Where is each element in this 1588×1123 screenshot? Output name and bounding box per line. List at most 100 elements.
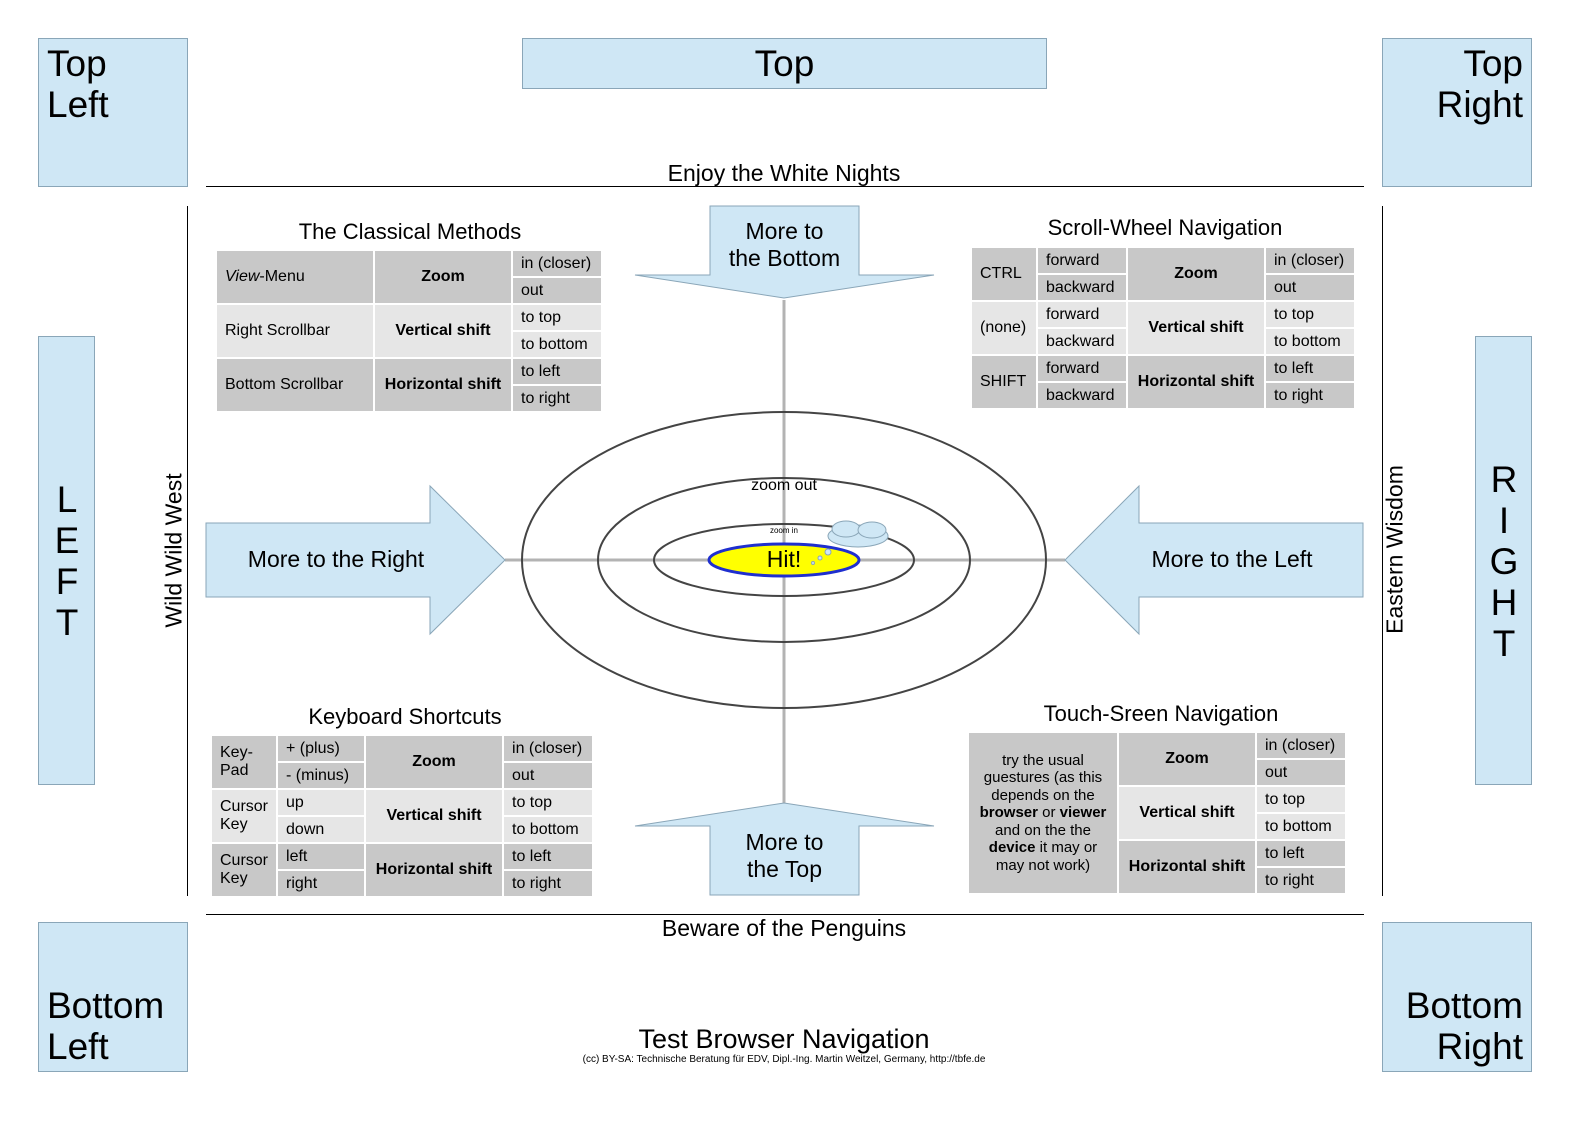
left-letter-4: T <box>55 602 79 643</box>
top-box: Top <box>522 38 1047 89</box>
keyboard-zoom-out: out <box>504 763 593 788</box>
classical-to-top: to top <box>513 305 601 330</box>
arrow-down-label: More to the Bottom <box>710 218 859 272</box>
middle-ring <box>597 477 971 643</box>
bottom-right-line2: Right <box>1436 1026 1523 1067</box>
caption-top: Enjoy the White Nights <box>667 160 901 186</box>
keyboard-table: Key-Pad + (plus) Zoom in (closer) - (min… <box>210 734 594 898</box>
bottom-left-line2: Left <box>47 1026 109 1067</box>
arrow-down <box>634 205 935 299</box>
scroll-shift-backward: backward <box>1038 383 1126 408</box>
zoom-in-label: zoom in <box>769 526 798 535</box>
keyboard-keypad: Key-Pad <box>212 736 277 788</box>
scroll-to-right: to right <box>1266 383 1354 408</box>
left-letter-2: E <box>54 520 80 561</box>
classical-vertical: Vertical shift <box>375 305 511 357</box>
inner-ring <box>653 523 915 597</box>
top-left-line1: Top <box>47 43 107 84</box>
touch-description: try the usual guestures (as this depends… <box>969 733 1117 893</box>
right-letter-2: I <box>1498 500 1510 541</box>
touch-viewer: viewer <box>1059 804 1107 822</box>
classical-to-right: to right <box>513 386 601 411</box>
classical-title: The Classical Methods <box>298 219 522 244</box>
right-side-box: R I G H T <box>1475 336 1532 785</box>
classical-table: View-Menu Zoom in (closer) out Right Scr… <box>215 249 603 413</box>
keyboard-plus: + (plus) <box>278 736 365 761</box>
top-right-line1: Top <box>1463 43 1523 84</box>
scroll-none-forward: forward <box>1038 302 1126 327</box>
keyboard-down: down <box>278 817 365 842</box>
keyboard-to-right: to right <box>504 871 593 896</box>
top-right-box: Top Right <box>1382 38 1532 187</box>
classical-view-menu: View-Menu <box>217 251 373 303</box>
top-left-line2: Left <box>47 84 109 125</box>
scroll-zoom-in: in (closer) <box>1266 248 1354 273</box>
left-side-box: L E F T <box>38 336 95 785</box>
classical-zoom: Zoom <box>375 251 511 303</box>
left-letter-3: F <box>55 561 79 602</box>
touch-to-bottom: to bottom <box>1257 814 1345 839</box>
scroll-zoom-out: out <box>1266 275 1354 300</box>
classical-horizontal: Horizontal shift <box>375 359 511 411</box>
top-left-box: Top Left <box>38 38 188 187</box>
keyboard-to-bottom: to bottom <box>504 817 593 842</box>
keyboard-left: left <box>278 844 365 869</box>
hit-target <box>707 542 861 578</box>
scroll-to-left: to left <box>1266 356 1354 381</box>
touch-title: Touch-Sreen Navigation <box>1043 701 1279 726</box>
keyboard-cursor-horizontal: Cursor Key <box>212 844 277 896</box>
arrow-down-line1: More to <box>745 218 824 244</box>
scroll-none: (none) <box>972 302 1036 354</box>
keyboard-to-top: to top <box>504 790 593 815</box>
bottom-left-box: Bottom Left <box>38 922 188 1072</box>
touch-horizontal: Horizontal shift <box>1119 841 1255 893</box>
keyboard-up: up <box>278 790 365 815</box>
touch-vertical: Vertical shift <box>1119 787 1255 839</box>
right-rule <box>1382 206 1383 896</box>
arrow-up-line1: More to <box>745 829 824 855</box>
arrow-up-label: More to the Top <box>710 829 859 883</box>
scroll-ctrl-forward: forward <box>1038 248 1126 273</box>
right-letter-5: T <box>1492 623 1516 664</box>
scroll-ctrl: CTRL <box>972 248 1036 300</box>
top-rule <box>206 186 1364 187</box>
keyboard-zoom-in: in (closer) <box>504 736 593 761</box>
scroll-none-backward: backward <box>1038 329 1126 354</box>
left-letter-1: L <box>56 479 78 520</box>
scroll-vertical: Vertical shift <box>1128 302 1264 354</box>
scroll-to-bottom: to bottom <box>1266 329 1354 354</box>
classical-zoom-out: out <box>513 278 601 303</box>
classical-bottom-scrollbar: Bottom Scrollbar <box>217 359 373 411</box>
right-letter-3: G <box>1489 541 1519 582</box>
touch-to-right: to right <box>1257 868 1345 893</box>
classical-to-left: to left <box>513 359 601 384</box>
right-letter-4: H <box>1490 582 1518 623</box>
arrow-up-line2: the Top <box>746 856 823 882</box>
keyboard-title: Keyboard Shortcuts <box>308 704 502 729</box>
footer-title: Test Browser Navigation <box>638 1024 930 1054</box>
classical-right-scrollbar: Right Scrollbar <box>217 305 373 357</box>
outer-ring <box>521 411 1047 709</box>
touch-to-left: to left <box>1257 841 1345 866</box>
keyboard-cursor-vertical: Cursor Key <box>212 790 277 842</box>
scroll-shift: SHIFT <box>972 356 1036 408</box>
footer-credit: (cc) BY-SA: Technische Beratung für EDV,… <box>582 1054 986 1065</box>
touch-zoom-in: in (closer) <box>1257 733 1345 758</box>
zoom-out-label: zoom out <box>751 477 817 494</box>
bottom-right-box: Bottom Right <box>1382 922 1532 1072</box>
arrow-right <box>205 484 506 636</box>
scroll-zoom: Zoom <box>1128 248 1264 300</box>
scroll-ctrl-backward: backward <box>1038 275 1126 300</box>
bottom-left-line1: Bottom <box>47 985 165 1026</box>
arrow-left-label: More to the Left <box>1151 546 1313 572</box>
right-letter-1: R <box>1490 459 1518 500</box>
scroll-horizontal: Horizontal shift <box>1128 356 1264 408</box>
keyboard-horizontal: Horizontal shift <box>366 844 503 896</box>
classical-to-bottom: to bottom <box>513 332 601 357</box>
keyboard-right: right <box>278 871 365 896</box>
bottom-right-line1: Bottom <box>1405 985 1523 1026</box>
touch-table: try the usual guestures (as this depends… <box>967 731 1347 895</box>
arrow-left <box>1064 484 1364 636</box>
left-rule <box>187 206 188 896</box>
keyboard-to-left: to left <box>504 844 593 869</box>
